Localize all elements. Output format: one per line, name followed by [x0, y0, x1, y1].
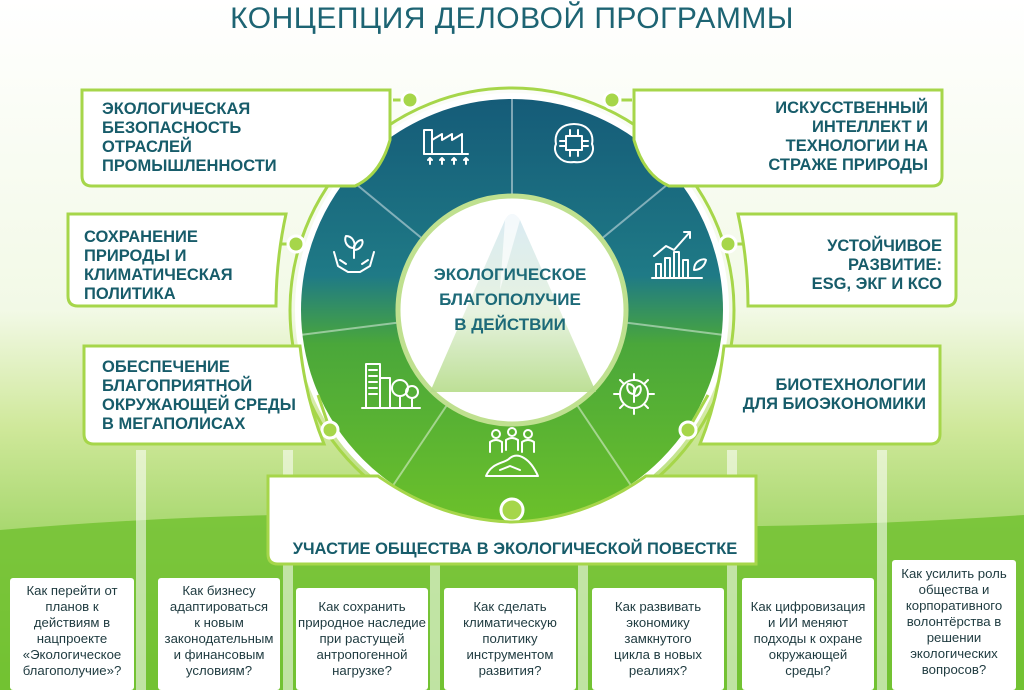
hands-plant-icon	[333, 235, 375, 273]
question-line: окружающей	[768, 647, 848, 662]
topic-line: ТЕХНОЛОГИИ НА	[785, 137, 928, 155]
topic-box-6	[697, 344, 942, 446]
question-line: подходы к охране	[753, 631, 863, 646]
topic-line: ПОЛИТИКА	[84, 285, 176, 303]
question-2: Как бизнесу адаптироваться к новым закон…	[154, 583, 284, 679]
question-line: Как сохранить	[318, 599, 406, 614]
question-5: Как развивать экономику замкнутого цикла…	[592, 599, 724, 679]
question-line: волонтёрства в	[906, 614, 1002, 629]
topic-line: ОТРАСЛЕЙ	[102, 138, 192, 156]
question-line: и ИИ меняют	[767, 615, 849, 630]
factory-icon	[423, 129, 469, 165]
topic-line: БИОТЕХНОЛОГИИ	[775, 376, 926, 394]
topic-public-participation: УЧАСТИЕ ОБЩЕСТВА В ЭКОЛОГИЧЕСКОЙ ПОВЕСТК…	[270, 540, 760, 559]
question-line: климатическую	[463, 615, 557, 630]
topic-industrial-safety: ЭКОЛОГИЧЕСКАЯ БЕЗОПАСНОСТЬ ОТРАСЛЕЙ ПРОМ…	[102, 100, 277, 176]
question-6: Как цифровизация и ИИ меняют подходы к о…	[742, 599, 874, 679]
question-line: Как сделать	[473, 599, 547, 614]
topic-line: ИНТЕЛЛЕКТ И	[811, 118, 928, 136]
topic-box-4	[736, 212, 958, 308]
question-4: Как сделать климатическую политику инстр…	[444, 599, 576, 679]
city-trees-icon	[361, 363, 421, 409]
question-line: замкнутого	[624, 631, 692, 646]
question-line: благополучие»?	[22, 663, 122, 678]
question-line: Как бизнесу	[182, 583, 256, 598]
topic-sustainable-development: УСТОЙЧИВОЕ РАЗВИТИЕ: ESG, ЭКГ И КСО	[812, 237, 942, 294]
question-line: адаптироваться	[169, 599, 269, 614]
topic-line: В МЕГАПОЛИСАХ	[102, 415, 246, 433]
question-line: цикла в новых	[614, 647, 702, 662]
question-line: среды?	[785, 663, 831, 678]
question-3: Как сохранить природное наследие при рас…	[296, 599, 428, 679]
question-line: условиям?	[185, 663, 253, 678]
question-line: к новым	[194, 615, 244, 630]
question-line: экологических	[910, 646, 998, 661]
topic-line: ПРИРОДЫ И	[84, 247, 187, 265]
question-line: нацпроекте	[36, 631, 108, 646]
page-title: КОНЦЕПЦИЯ ДЕЛОВОЙ ПРОГРАММЫ	[230, 2, 794, 35]
center-label-line: ЭКОЛОГИЧЕСКОЕ	[433, 265, 587, 284]
question-7: Как усилить роль общества и корпоративно…	[890, 566, 1018, 678]
question-line: Как усилить роль	[901, 566, 1007, 581]
topic-biotechnology: БИОТЕХНОЛОГИИ ДЛЯ БИОЭКОНОМИКИ	[743, 376, 926, 414]
question-line: законодательным	[164, 631, 274, 646]
question-line: развития?	[478, 663, 542, 678]
question-line: инструментом	[466, 647, 554, 662]
ai-chip-brain-icon	[554, 123, 594, 164]
topic-line: БЛАГОПРИЯТНОЙ	[102, 377, 253, 395]
center-label-line: БЛАГОПОЛУЧИЕ	[439, 290, 581, 309]
topic-line: ОКРУЖАЮЩЕЙ СРЕДЫ	[102, 396, 296, 414]
center-label: ЭКОЛОГИЧЕСКОЕ БЛАГОПОЛУЧИЕ В ДЕЙСТВИИ	[402, 262, 618, 337]
question-line: «Экологическое	[22, 647, 122, 662]
topic-line: УСТОЙЧИВОЕ	[827, 237, 942, 255]
people-community-icon	[485, 427, 539, 477]
topic-box-1	[80, 88, 392, 188]
center-label-line: В ДЕЙСТВИИ	[454, 315, 566, 334]
question-line: Как развивать	[614, 599, 702, 614]
growth-chart-icon	[651, 231, 707, 279]
topic-box-7	[266, 474, 758, 566]
topic-line: ДЛЯ БИОЭКОНОМИКИ	[742, 395, 926, 413]
topic-ai-technology: ИСКУССТВЕННЫЙ ИНТЕЛЛЕКТ И ТЕХНОЛОГИИ НА …	[768, 99, 928, 175]
topic-line: ОБЕСПЕЧЕНИЕ	[102, 358, 230, 376]
topic-line: ПРОМЫШЛЕННОСТИ	[102, 157, 277, 175]
question-line: нагрузке?	[332, 663, 392, 678]
topic-line: УЧАСТИЕ ОБЩЕСТВА В ЭКОЛОГИЧЕСКОЙ ПОВЕСТК…	[292, 540, 738, 558]
topic-line: ESG, ЭКГ И КСО	[811, 275, 942, 293]
question-1: Как перейти от планов к действиям в нацп…	[7, 583, 137, 679]
question-line: антропогенной	[316, 647, 408, 662]
topic-line: ИСКУССТВЕННЫЙ	[775, 99, 928, 117]
question-line: решении	[926, 630, 982, 645]
question-line: природное наследие	[298, 615, 426, 630]
gear-leaf-icon	[613, 373, 655, 415]
topic-line: ЭКОЛОГИЧЕСКАЯ	[102, 100, 251, 118]
question-line: вопросов?	[921, 662, 987, 677]
topic-line: КЛИМАТИЧЕСКАЯ	[84, 266, 233, 284]
topic-box-5	[82, 344, 327, 446]
topic-megacities: ОБЕСПЕЧЕНИЕ БЛАГОПРИЯТНОЙ ОКРУЖАЮЩЕЙ СРЕ…	[102, 358, 296, 434]
question-line: корпоративного	[905, 598, 1003, 613]
question-line: политику	[482, 631, 538, 646]
question-line: общества и	[918, 582, 990, 597]
topic-line: БЕЗОПАСНОСТЬ	[102, 119, 242, 137]
question-line: экономику	[626, 615, 690, 630]
question-line: Как цифровизация	[750, 599, 866, 614]
question-line: реалиях?	[628, 663, 688, 678]
topic-box-2	[632, 88, 944, 188]
question-line: планов к	[45, 599, 99, 614]
question-line: при растущей	[319, 631, 405, 646]
question-line: действиям в	[33, 615, 111, 630]
question-line: Как перейти от	[26, 583, 118, 598]
topic-line: РАЗВИТИЕ:	[847, 256, 942, 274]
question-line: и финансовым	[173, 647, 265, 662]
topic-line: СТРАЖЕ ПРИРОДЫ	[768, 156, 928, 174]
topic-box-3	[66, 212, 288, 308]
topic-nature-climate: СОХРАНЕНИЕ ПРИРОДЫ И КЛИМАТИЧЕСКАЯ ПОЛИТ…	[84, 228, 233, 304]
topic-line: СОХРАНЕНИЕ	[84, 228, 198, 246]
